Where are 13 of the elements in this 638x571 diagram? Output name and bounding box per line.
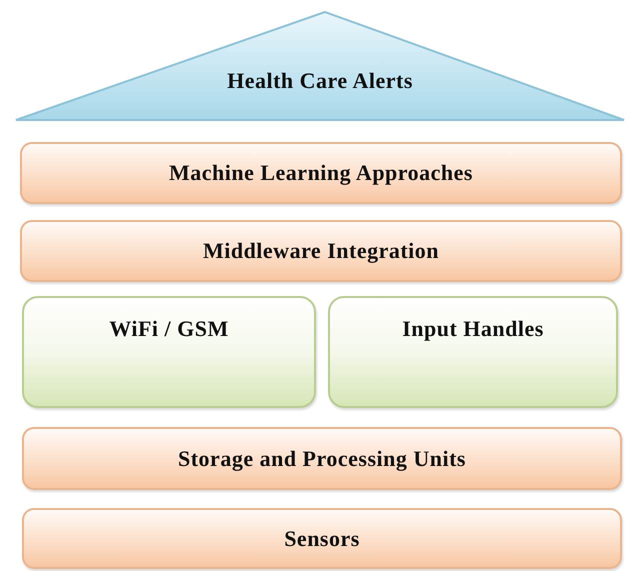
layer-label: Input Handles: [402, 316, 544, 342]
layer-label: Storage and Processing Units: [178, 446, 466, 472]
layer-bar: [20, 220, 622, 282]
layer-bar: [20, 142, 622, 204]
layer-bar: [22, 427, 622, 490]
layer-panel: [22, 296, 316, 408]
layer-label: Middleware Integration: [202, 238, 440, 264]
layer-label: Machine Learning Approaches: [168, 160, 473, 186]
layer-panel: [328, 296, 618, 408]
layer-label: Health Care Alerts: [227, 68, 413, 94]
layer-bar: [22, 508, 622, 569]
layer-label: Sensors: [284, 526, 360, 552]
layer-label: WiFi / GSM: [109, 316, 229, 342]
